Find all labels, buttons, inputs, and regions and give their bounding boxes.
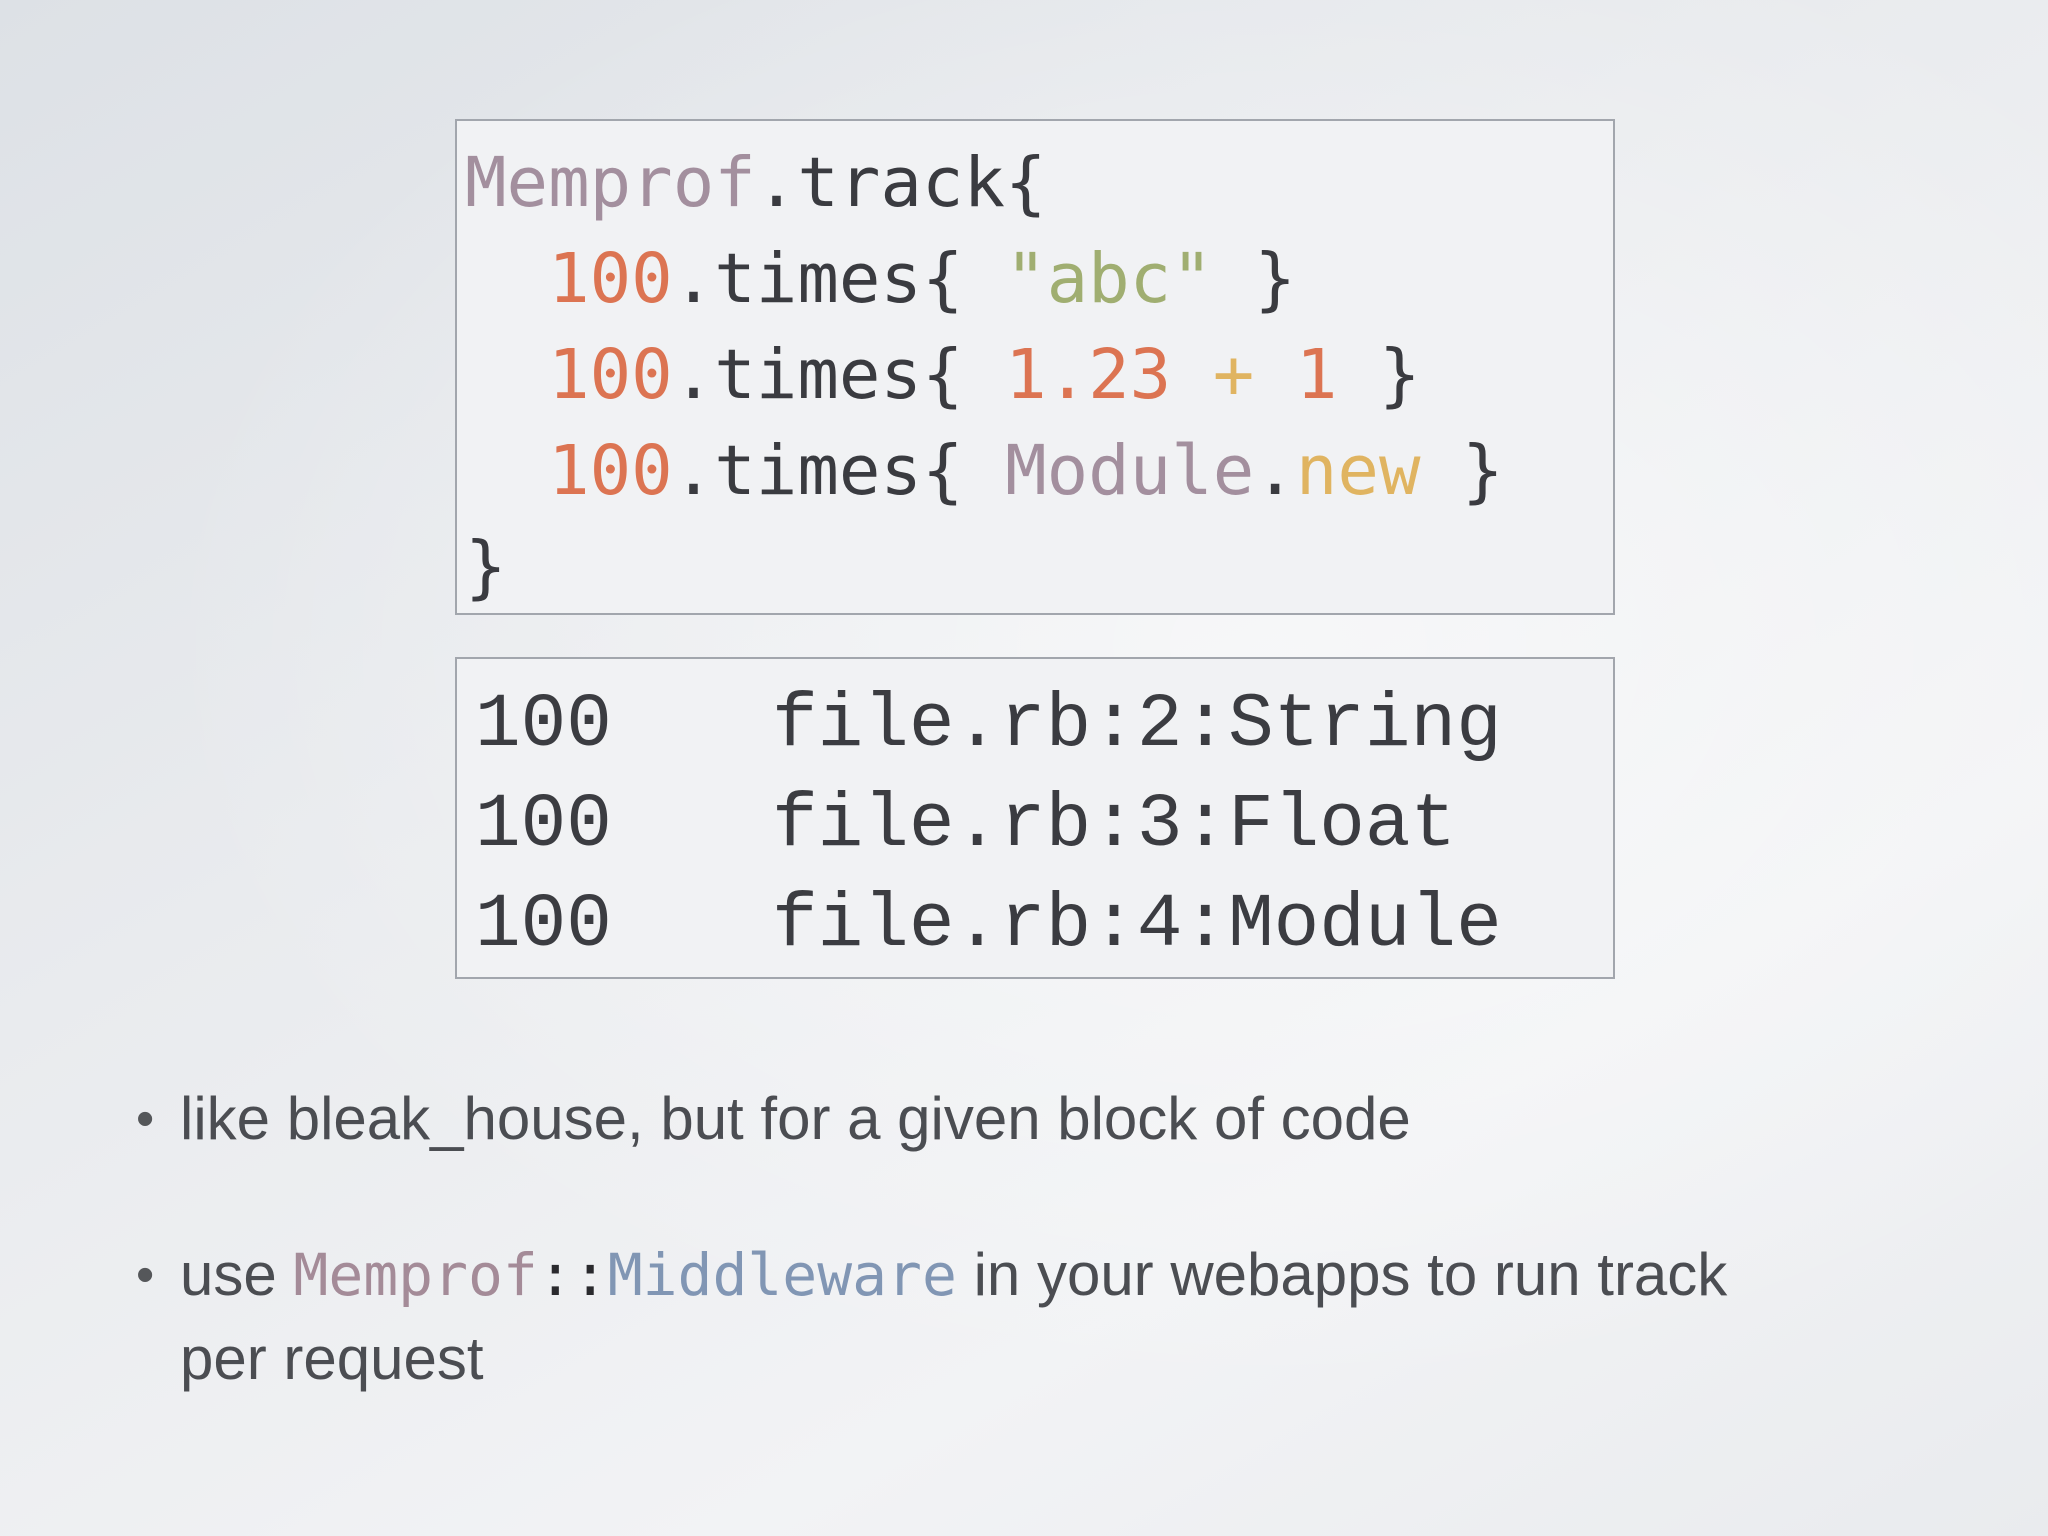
output-row: 100 file.rb:2:String <box>475 675 1613 775</box>
code-token-plain: } <box>465 527 507 607</box>
bullet-item-2: • use Memprof::Middleware in your webapps… <box>136 1233 1727 1401</box>
code-token-number: 100 <box>548 335 673 415</box>
code-token-operator: + <box>1212 335 1255 415</box>
code-token-number: 1.23 <box>1005 335 1172 415</box>
output-row: 100 file.rb:4:Module <box>475 875 1613 975</box>
code-token-plain: . <box>1254 431 1296 511</box>
code-token-plain: .times{ <box>672 431 1006 511</box>
code-token-method: new <box>1295 431 1421 511</box>
code-token-plain <box>465 335 548 415</box>
allocation-count: 100 <box>475 682 612 768</box>
code-token-number: 100 <box>548 431 673 511</box>
allocation-count: 100 <box>475 782 612 868</box>
code-token-plain: } <box>1337 335 1421 415</box>
bullet-marker-icon: • <box>136 1090 155 1148</box>
bullet-code-mono-middleware: Middleware <box>607 1241 957 1309</box>
code-snippet: Memprof.track{ 100.times{ "abc" } 100.ti… <box>457 121 1613 615</box>
bullet-text-line: use Memprof::Middleware in your webapps … <box>180 1233 1727 1317</box>
code-snippet-box: Memprof.track{ 100.times{ "abc" } 100.ti… <box>455 119 1615 615</box>
bullet-marker-icon: • <box>136 1246 155 1304</box>
output-row: 100 file.rb:3:Float <box>475 775 1613 875</box>
code-token-plain <box>465 239 548 319</box>
allocation-location: file.rb:2:String <box>772 682 1502 768</box>
code-token-string: "abc" <box>1005 239 1213 319</box>
bullet-text: in your webapps to run track <box>956 1241 1728 1308</box>
bullet-text-line: per request <box>180 1317 1727 1401</box>
code-token-plain: } <box>1420 431 1504 511</box>
code-token-constant: Module <box>1005 431 1255 511</box>
allocation-location: file.rb:4:Module <box>772 882 1502 968</box>
code-token-plain <box>1254 335 1296 415</box>
code-token-number: 100 <box>548 239 673 319</box>
bullet-code-mono-plain: :: <box>537 1241 608 1309</box>
bullet-code-mono-constant: Memprof <box>293 1241 538 1309</box>
bullet-text: like bleak_house, but for a given block … <box>180 1085 1411 1152</box>
code-token-constant: Memprof <box>465 143 756 223</box>
code-token-plain: .times{ <box>672 239 1006 319</box>
bullet-text: per request <box>180 1325 484 1392</box>
code-token-plain <box>465 431 548 511</box>
code-token-number: 1 <box>1295 335 1338 415</box>
code-token-plain: } <box>1212 239 1296 319</box>
code-token-plain: .times{ <box>672 335 1006 415</box>
bullet-text: use <box>180 1241 294 1308</box>
bullet-text-line: like bleak_house, but for a given block … <box>180 1077 1411 1161</box>
code-token-plain <box>1171 335 1213 415</box>
bullet-item-1: • like bleak_house, but for a given block… <box>136 1077 1411 1161</box>
code-token-plain: .track{ <box>755 143 1047 223</box>
allocation-location: file.rb:3:Float <box>772 782 1457 868</box>
allocation-count: 100 <box>475 882 612 968</box>
